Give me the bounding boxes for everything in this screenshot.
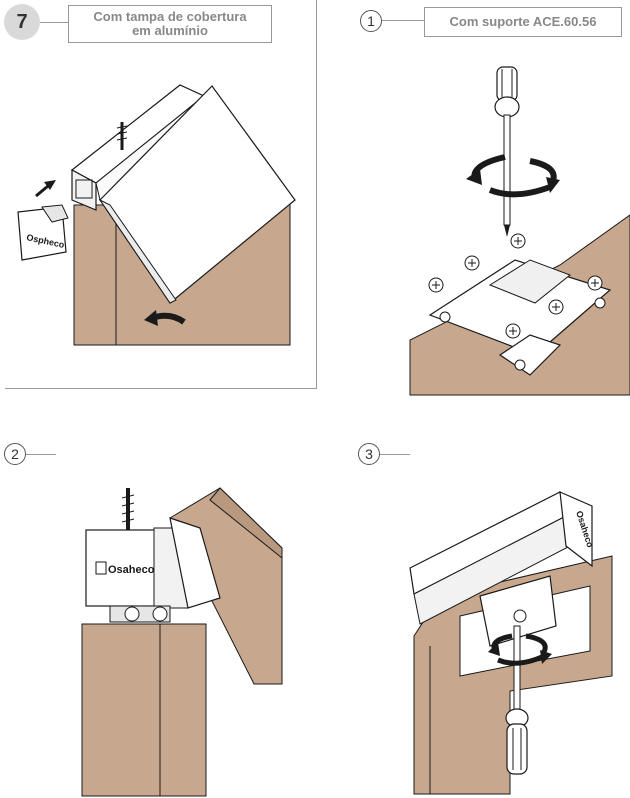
screw-icon	[121, 488, 135, 530]
step-1-badge: 1	[360, 10, 382, 32]
step-1-title: Com suporte ACE.60.56	[449, 14, 597, 29]
screwdriver-icon	[494, 66, 520, 237]
step-7-title-box: Com tampa de cobertura em alumínio	[68, 5, 272, 43]
step-7-illustration: Ospheco	[17, 84, 296, 346]
step-1-title-box: Com suporte ACE.60.56	[424, 7, 622, 37]
step-7-connector	[40, 22, 68, 23]
end-cap: Ospheco	[17, 204, 69, 261]
step-3-badge: 3	[358, 443, 380, 465]
panel-step-7	[5, 0, 317, 389]
step-3-connector	[380, 454, 410, 455]
step-2-number: 2	[11, 446, 19, 462]
step-1-connector	[382, 20, 424, 21]
screw-icon	[428, 233, 603, 339]
screw-icon	[116, 122, 128, 150]
step-3-illustration: Osaheco	[409, 491, 613, 795]
step-7-badge: 7	[4, 4, 40, 40]
step-1-number: 1	[367, 13, 375, 29]
rail: Osaheco	[409, 491, 596, 625]
step-2-badge: 2	[4, 443, 26, 465]
step-7-title: Com tampa de cobertura em alumínio	[93, 9, 247, 38]
rotate-arrow-icon	[488, 633, 552, 666]
step-3-number: 3	[365, 446, 373, 462]
bracket	[479, 575, 557, 647]
bracket-housing: Osaheco	[85, 517, 221, 623]
step-7-number: 7	[16, 10, 28, 33]
bracket-logo: Osaheco	[108, 564, 155, 576]
screwdriver-icon	[505, 625, 529, 775]
insert-arrow-icon	[35, 180, 56, 198]
step-2-connector	[26, 454, 56, 455]
step-1-illustration	[409, 66, 630, 396]
step-2-illustration: Osaheco	[81, 487, 283, 797]
bracket-ace-60-56	[428, 259, 612, 376]
rotate-arrow-icon	[144, 310, 186, 326]
rotate-arrow-icon	[466, 154, 560, 198]
